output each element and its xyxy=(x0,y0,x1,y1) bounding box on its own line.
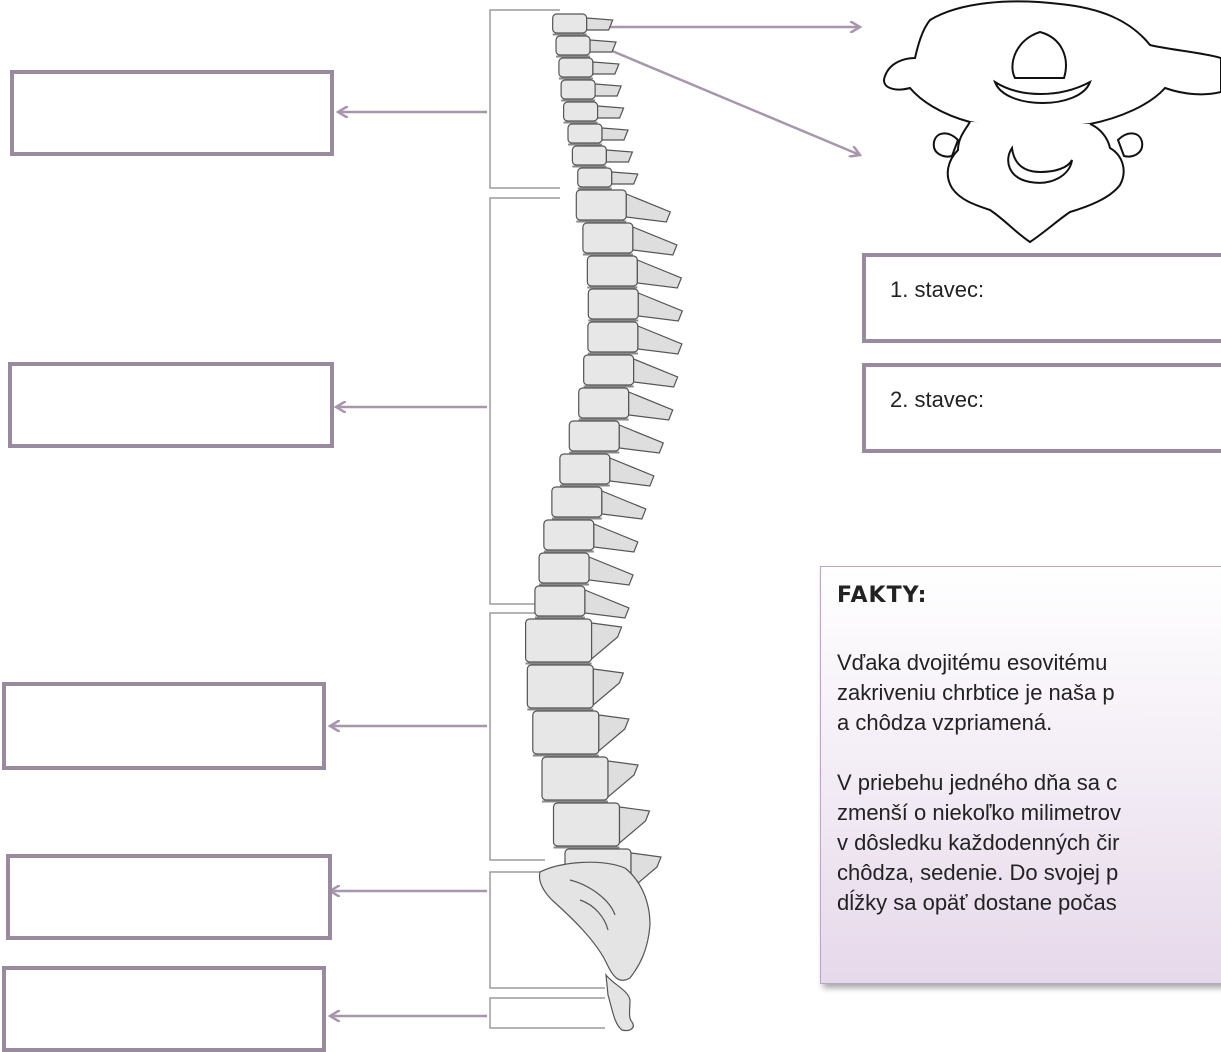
vertebra-body xyxy=(542,757,608,800)
first-vertebra-label: 1. stavec: xyxy=(890,277,984,302)
spinous-process xyxy=(587,18,613,30)
lumbar-label-box[interactable] xyxy=(2,682,326,770)
facts-p2-line: v dôsledku každodenných čir xyxy=(837,830,1120,855)
spinous-process xyxy=(593,62,619,74)
thoracic-label-box[interactable] xyxy=(8,362,334,448)
vertebra-body xyxy=(554,803,620,846)
vertebra-body xyxy=(561,80,595,99)
sacral-label-box[interactable] xyxy=(6,854,332,940)
spinous-process xyxy=(599,715,629,751)
spinous-process xyxy=(626,194,670,222)
coccyx-label-box[interactable] xyxy=(2,966,326,1052)
spinous-process xyxy=(612,172,638,184)
coccyx xyxy=(606,975,633,1031)
vertebra-body xyxy=(588,322,638,352)
spinous-process xyxy=(593,669,623,705)
spinous-process xyxy=(629,392,673,420)
vertebra-body xyxy=(552,487,602,517)
vertebra-body xyxy=(572,146,606,165)
facts-p2-line: chôdza, sedenie. Do svojej p xyxy=(837,860,1118,885)
spinous-process xyxy=(602,128,628,140)
spinous-process xyxy=(606,150,632,162)
facts-paragraph-2: V priebehu jedného dňa sa c zmenší o nie… xyxy=(837,768,1221,918)
vertebra-body xyxy=(526,619,592,662)
facts-p2-line: dĺžky sa opäť dostane počas xyxy=(837,890,1117,915)
vertebra-body xyxy=(579,388,629,418)
vertebral-column xyxy=(526,14,683,894)
right-process xyxy=(1118,133,1142,156)
facts-p1-line: Vďaka dvojitému esovitému xyxy=(837,650,1107,675)
second-vertebra-label: 2. stavec: xyxy=(890,387,984,412)
facts-p1-line: a chôdza vzpriamená. xyxy=(837,710,1052,735)
facts-p1-line: zakriveniu chrbtice je naša p xyxy=(837,680,1115,705)
spinous-process xyxy=(602,491,646,519)
vertebra-body xyxy=(527,665,593,708)
cervical-bracket xyxy=(490,10,560,188)
facts-p2-line: zmenší o niekoľko milimetrov xyxy=(837,800,1121,825)
spinous-process xyxy=(619,425,663,453)
vertebra-body xyxy=(539,553,589,583)
facts-panel: FAKTY: Vďaka dvojitému esovitému zakrive… xyxy=(820,566,1221,984)
vertebra-body xyxy=(576,190,626,220)
spinous-process xyxy=(592,623,622,659)
facts-paragraph-1: Vďaka dvojitému esovitému zakriveniu chr… xyxy=(837,648,1221,738)
first-vertebra-box[interactable]: 1. stavec: xyxy=(862,253,1221,343)
vertebra-body xyxy=(553,14,587,33)
spinous-process xyxy=(633,227,677,255)
vertebra-body xyxy=(544,520,594,550)
vertebra-body xyxy=(578,168,612,187)
vertebra-body xyxy=(560,454,610,484)
spinous-process xyxy=(590,40,616,52)
cervical-label-box[interactable] xyxy=(10,70,334,156)
vertebra-body xyxy=(564,102,598,121)
second-vertebra-box[interactable]: 2. stavec: xyxy=(862,363,1221,453)
coccyx-bracket xyxy=(490,998,605,1028)
spinous-process xyxy=(585,590,629,618)
vertebra-body xyxy=(569,421,619,451)
vertebra-illustration xyxy=(884,1,1221,242)
spinous-process xyxy=(595,84,621,96)
vertebra-body xyxy=(556,36,590,55)
vertebra-body xyxy=(587,256,637,286)
sacrum xyxy=(540,862,651,980)
spinous-process xyxy=(610,458,654,486)
spinous-process xyxy=(620,807,650,843)
arrow-axis xyxy=(605,48,860,155)
spinous-process xyxy=(634,359,678,387)
spinous-process xyxy=(598,106,624,118)
vertebra-body xyxy=(559,58,593,77)
facts-title: FAKTY: xyxy=(837,583,1221,608)
spinous-process xyxy=(638,326,682,354)
spinous-process xyxy=(594,524,638,552)
facts-p2-line: V priebehu jedného dňa sa c xyxy=(837,770,1117,795)
vertebra-body xyxy=(568,124,602,143)
spinous-process xyxy=(608,761,638,797)
spinous-process xyxy=(589,557,633,585)
vertebra-body xyxy=(588,289,638,319)
vertebra-body xyxy=(583,223,633,253)
vertebra-body xyxy=(535,586,585,616)
spinous-process xyxy=(638,293,682,321)
spinous-process xyxy=(637,260,681,288)
vertebra-body xyxy=(584,355,634,385)
vertebra-body xyxy=(533,711,599,754)
